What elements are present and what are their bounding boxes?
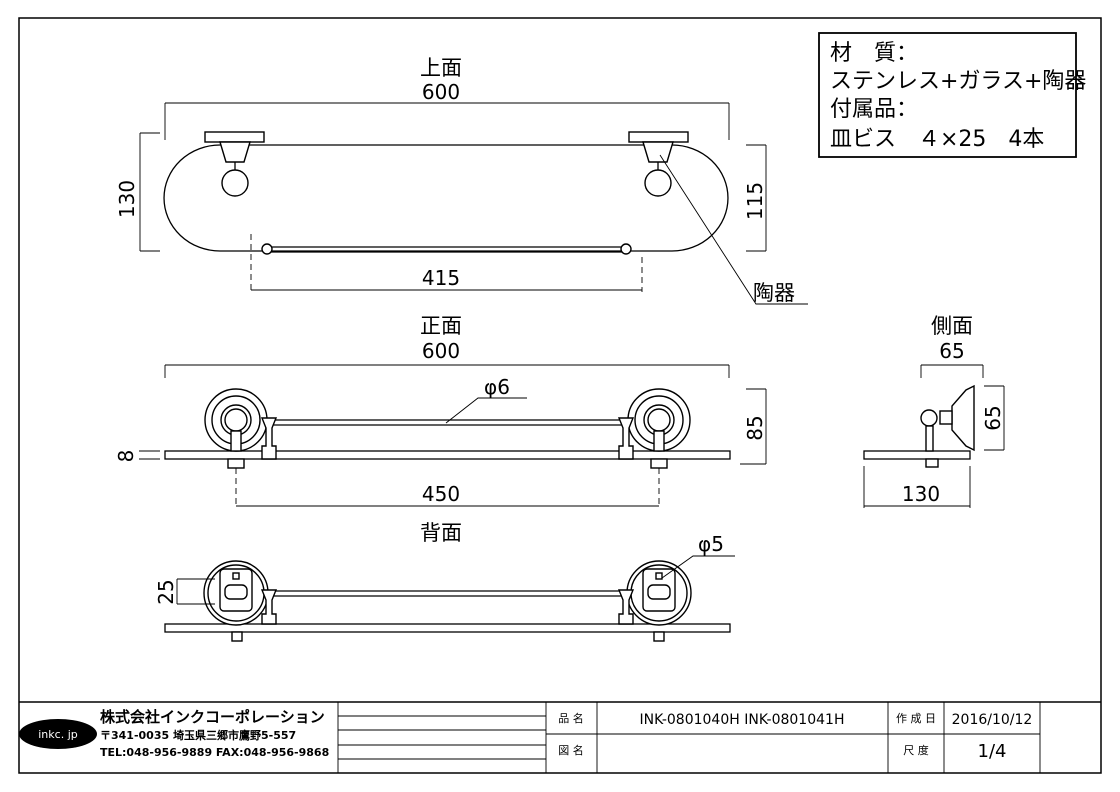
side-dim-bottom: 130: [902, 482, 940, 506]
side-dim-top: 65: [939, 339, 964, 363]
top-dim-glass-depth: 115: [743, 182, 767, 220]
glass-shelf-back: [164, 623, 731, 633]
date-value: 2016/10/12: [952, 712, 1033, 728]
top-callout-ceramic: 陶器: [753, 281, 795, 305]
glass-shelf-top: [163, 144, 729, 252]
top-dim-width: 600: [422, 80, 460, 104]
bracket-right-top: [628, 131, 689, 197]
product-value: INK-0801040H INK-0801041H: [640, 712, 845, 728]
bracket-right-back: [626, 560, 692, 642]
title-block: inkc. jp 株式会社インクコーポレーション 〒341-0035 埼玉県三郷…: [19, 701, 1101, 773]
back-view-title: 背面: [420, 521, 462, 545]
back-dim-hole: 25: [154, 579, 178, 604]
top-view-title: 上面: [420, 56, 462, 80]
top-dim-rail: 415: [422, 266, 460, 290]
front-dim-glass: 8: [114, 450, 138, 463]
front-dim-mount: 450: [422, 482, 460, 506]
front-rod-diameter: φ6: [484, 375, 510, 399]
scale-label: 尺 度: [903, 743, 929, 757]
accessory-value: 皿ビス ４×25 4本: [830, 127, 1044, 152]
top-dim-depth: 130: [115, 180, 139, 218]
drawing-label: 図 名: [558, 743, 584, 757]
back-screw-diameter: φ5: [698, 532, 724, 556]
bracket-left-back: [203, 560, 269, 642]
logo: [19, 719, 97, 749]
accessory-label: 付属品：: [830, 97, 918, 122]
side-dim-height: 65: [981, 405, 1005, 430]
bracket-left-top: [204, 131, 265, 197]
date-label: 作 成 日: [896, 712, 936, 725]
bracket-right-front: [627, 388, 691, 469]
company-contact: TEL:048-956-9889 FAX:048-956-9868: [100, 746, 329, 759]
product-label: 品 名: [558, 711, 584, 725]
front-dim-height: 85: [743, 415, 767, 440]
side-view-title: 側面: [931, 314, 973, 338]
top-view: 上面 600 130 115 415: [115, 56, 808, 305]
side-view: 側面 65 65 130: [863, 314, 1005, 508]
front-view: 正面 600 φ6 85: [114, 314, 767, 508]
front-view-title: 正面: [420, 314, 462, 338]
material-label: 材 質：: [830, 41, 918, 66]
glass-shelf-front: [164, 450, 731, 460]
materials-box: 材 質： ステンレス+ガラス+陶器 付属品： 皿ビス ４×25 4本: [818, 32, 1086, 158]
drawing-frame: [18, 17, 1102, 774]
material-value: ステンレス+ガラス+陶器: [830, 69, 1086, 94]
logo-text: inkc. jp: [38, 728, 77, 741]
back-view: 背面 25 φ5: [154, 521, 735, 642]
company-name: 株式会社インクコーポレーション: [100, 708, 325, 726]
scale-value: 1/4: [978, 741, 1007, 762]
front-dim-width: 600: [422, 339, 460, 363]
company-address: 〒341-0035 埼玉県三郷市鷹野5-557: [100, 728, 296, 742]
